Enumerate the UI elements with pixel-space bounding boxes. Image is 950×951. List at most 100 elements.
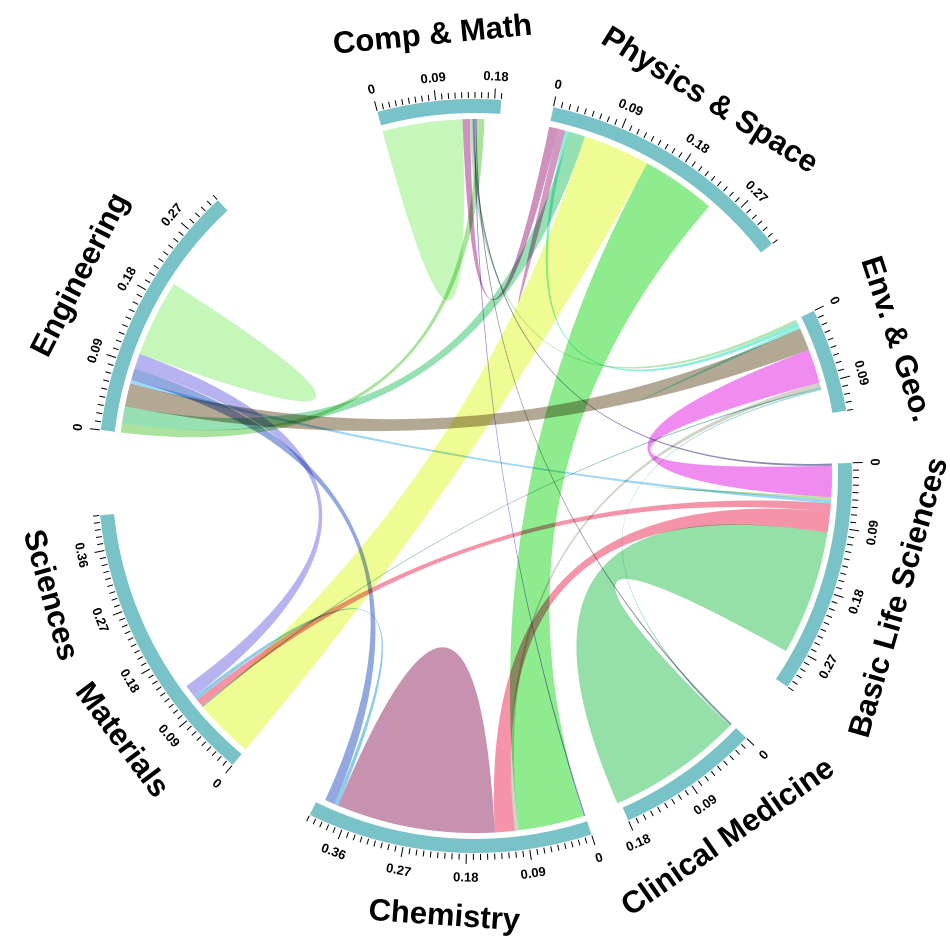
- minor-tick: [691, 161, 696, 167]
- minor-tick: [508, 852, 510, 859]
- minor-tick: [842, 565, 849, 568]
- minor-tick: [164, 698, 170, 703]
- minor-tick: [415, 849, 418, 856]
- tick-label: 0.27: [158, 200, 186, 229]
- tick-label: 0.27: [815, 652, 840, 681]
- minor-tick: [373, 840, 376, 847]
- minor-tick: [826, 614, 833, 618]
- major-tick: [807, 655, 817, 661]
- tick-label: 0.18: [483, 68, 509, 84]
- minor-tick: [148, 674, 154, 679]
- tick-label: 0.09: [863, 519, 881, 546]
- minor-tick: [717, 765, 722, 771]
- minor-tick: [845, 400, 852, 403]
- minor-tick: [846, 543, 853, 546]
- sector-label-comp-math: Comp & Math: [331, 7, 533, 61]
- minor-tick: [515, 851, 517, 858]
- ribbon-physics-space-to-chemistry: [509, 163, 710, 831]
- minor-tick: [835, 360, 842, 364]
- minor-tick: [109, 591, 116, 594]
- minor-tick: [152, 680, 158, 685]
- minor-tick: [103, 570, 110, 574]
- minor-tick: [381, 103, 385, 110]
- minor-tick: [388, 101, 391, 108]
- minor-tick: [421, 95, 423, 102]
- tick-label: 0: [70, 423, 86, 432]
- tick-label: 0.18: [117, 666, 143, 695]
- minor-tick: [94, 420, 101, 423]
- major-tick: [814, 305, 824, 311]
- sector-label-materials-sciences-0: Materials: [69, 675, 178, 804]
- minor-tick: [788, 686, 794, 692]
- minor-tick: [800, 668, 806, 673]
- minor-tick: [740, 743, 746, 749]
- sector-arc-chemistry: [309, 802, 592, 853]
- ribbon-env-geo-to-basic-life-sciences: [647, 349, 832, 498]
- minor-tick: [664, 802, 669, 809]
- minor-tick: [710, 175, 716, 182]
- minor-tick: [160, 692, 166, 697]
- minor-tick: [723, 186, 728, 192]
- minor-tick: [103, 379, 110, 382]
- minor-tick: [186, 725, 192, 731]
- ribbon-engineering-self: [139, 284, 317, 402]
- minor-tick: [697, 780, 703, 787]
- major-tick: [553, 96, 557, 107]
- tick-label: 0: [210, 775, 225, 791]
- minor-tick: [345, 832, 349, 839]
- minor-tick: [817, 635, 824, 639]
- minor-tick: [843, 558, 850, 561]
- major-tick: [840, 375, 851, 380]
- ribbon-basic-life-sciences-to-clinical-medicine: [576, 524, 828, 804]
- minor-tick: [636, 128, 640, 135]
- tick-label: 0.09: [520, 864, 547, 883]
- minor-tick: [124, 630, 131, 635]
- minor-tick: [772, 239, 778, 244]
- minor-tick: [735, 749, 740, 755]
- minor-tick: [414, 96, 417, 103]
- tick-label: 0.18: [845, 587, 867, 616]
- minor-tick: [107, 363, 114, 366]
- minor-tick: [845, 550, 852, 554]
- minor-tick: [830, 345, 837, 349]
- minor-tick: [137, 656, 144, 660]
- minor-tick: [429, 851, 432, 858]
- minor-tick: [614, 119, 618, 125]
- minor-tick: [101, 563, 108, 567]
- minor-tick: [149, 272, 155, 277]
- minor-tick: [723, 760, 728, 766]
- ribbon-physics-space-to-materials-sciences: [202, 136, 648, 750]
- ribbon-chemistry-to-engineering: [131, 368, 376, 805]
- minor-tick: [93, 522, 100, 524]
- sector-label-chemistry: Chemistry: [367, 892, 521, 938]
- minor-tick: [550, 846, 553, 853]
- minor-tick: [657, 806, 661, 813]
- major-tick: [591, 835, 596, 846]
- minor-tick: [729, 755, 734, 761]
- minor-tick: [684, 789, 689, 796]
- minor-tick: [144, 279, 151, 284]
- minor-tick: [134, 649, 140, 654]
- minor-tick: [824, 329, 831, 333]
- minor-tick: [557, 844, 560, 851]
- minor-tick: [168, 244, 174, 249]
- major-tick: [833, 593, 844, 598]
- minor-tick: [704, 775, 709, 782]
- minor-tick: [319, 821, 323, 828]
- minor-tick: [820, 628, 827, 632]
- tick-label: 0.18: [624, 830, 653, 854]
- tick-label: 0.36: [72, 541, 92, 569]
- major-tick: [494, 88, 496, 99]
- minor-tick: [125, 316, 132, 320]
- tick-label: 0.27: [89, 605, 112, 634]
- tick-label: 0.09: [84, 336, 106, 365]
- sector-arc-comp-math: [377, 98, 502, 126]
- minor-tick: [163, 251, 169, 256]
- minor-tick: [850, 521, 857, 524]
- minor-tick: [729, 191, 734, 197]
- tick-label: 0.36: [319, 840, 348, 863]
- minor-tick: [599, 113, 603, 120]
- minor-tick: [132, 301, 139, 305]
- major-tick: [849, 528, 860, 532]
- minor-tick: [677, 794, 683, 800]
